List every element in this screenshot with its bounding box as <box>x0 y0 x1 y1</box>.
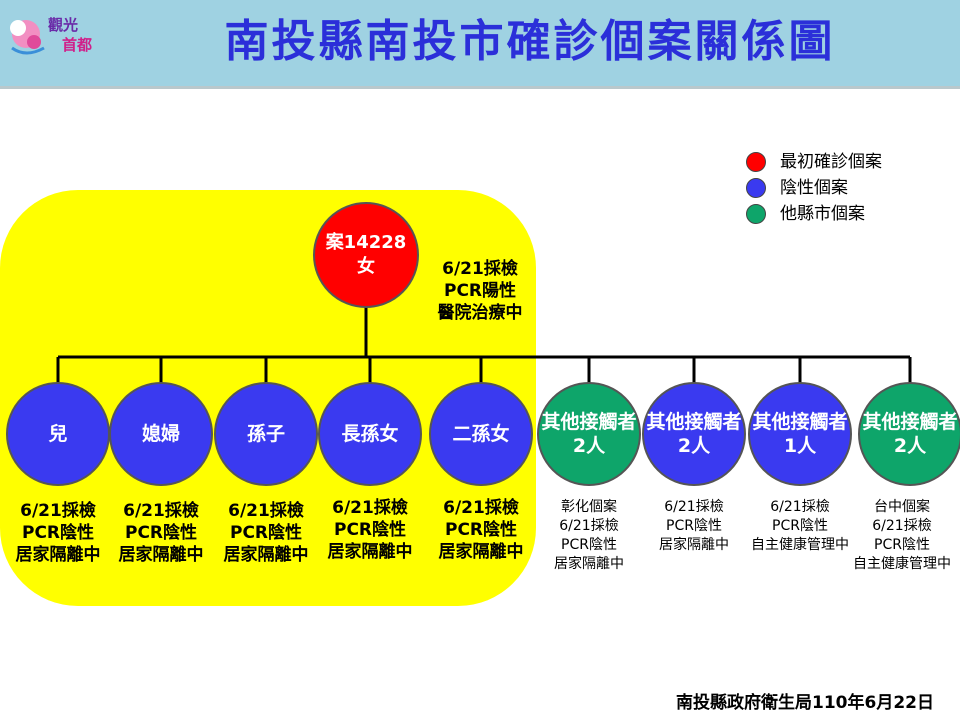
contact-node-son: 兒 <box>6 382 110 486</box>
node-label: 案14228 <box>325 232 407 253</box>
contact-node-other-local: 其他接觸者 2人 <box>642 382 746 486</box>
legend-item: 他縣市個案 <box>746 202 916 226</box>
node-label: 其他接觸者 <box>752 411 848 433</box>
node-label: 其他接觸者 <box>646 411 742 433</box>
contact-node-eldest-granddaughter: 長孫女 <box>318 382 422 486</box>
header-bar: 觀光 首都 南投縣南投市確診個案關係圖 <box>0 0 960 89</box>
blue-dot-icon <box>746 178 766 198</box>
tourism-capital-logo: 觀光 首都 <box>4 4 104 64</box>
svg-text:首都: 首都 <box>62 36 92 54</box>
node-label: 孫子 <box>246 423 285 445</box>
legend-item: 最初確診個案 <box>746 150 916 174</box>
node-sublabel: 2人 <box>677 435 711 457</box>
red-dot-icon <box>746 152 766 172</box>
legend-item: 陰性個案 <box>746 176 916 200</box>
node-sublabel: 1人 <box>783 435 817 457</box>
contact-node-grandson: 孫子 <box>214 382 318 486</box>
contact-node-daughter-in-law: 媳婦 <box>109 382 213 486</box>
contact-node-other-self-monitor: 其他接觸者 1人 <box>748 382 852 486</box>
svg-text:觀光: 觀光 <box>48 16 78 34</box>
source-footer: 南投縣政府衛生局110年6月22日 <box>676 693 934 713</box>
page-title: 南投縣南投市確診個案關係圖 <box>224 16 836 67</box>
contact-node-other-taichung: 其他接觸者 2人 <box>858 382 960 486</box>
node-label: 二孫女 <box>452 423 510 445</box>
node-label: 兒 <box>48 423 68 445</box>
node-sublabel: 女 <box>357 256 375 277</box>
node-sublabel: 2人 <box>893 435 927 457</box>
node-label: 其他接觸者 <box>541 411 637 433</box>
node-label: 媳婦 <box>141 423 180 445</box>
node-label: 長孫女 <box>341 423 399 445</box>
index-case-note: 6/21採檢 PCR陽性 醫院治療中 <box>437 259 523 323</box>
node-label: 其他接觸者 <box>862 411 958 433</box>
contact-node-other-changhua: 其他接觸者 2人 <box>537 382 641 486</box>
index-case-node: 案14228 女 <box>313 202 419 308</box>
node-sublabel: 2人 <box>572 435 606 457</box>
contact-node-second-granddaughter: 二孫女 <box>429 382 533 486</box>
green-dot-icon <box>746 204 766 224</box>
